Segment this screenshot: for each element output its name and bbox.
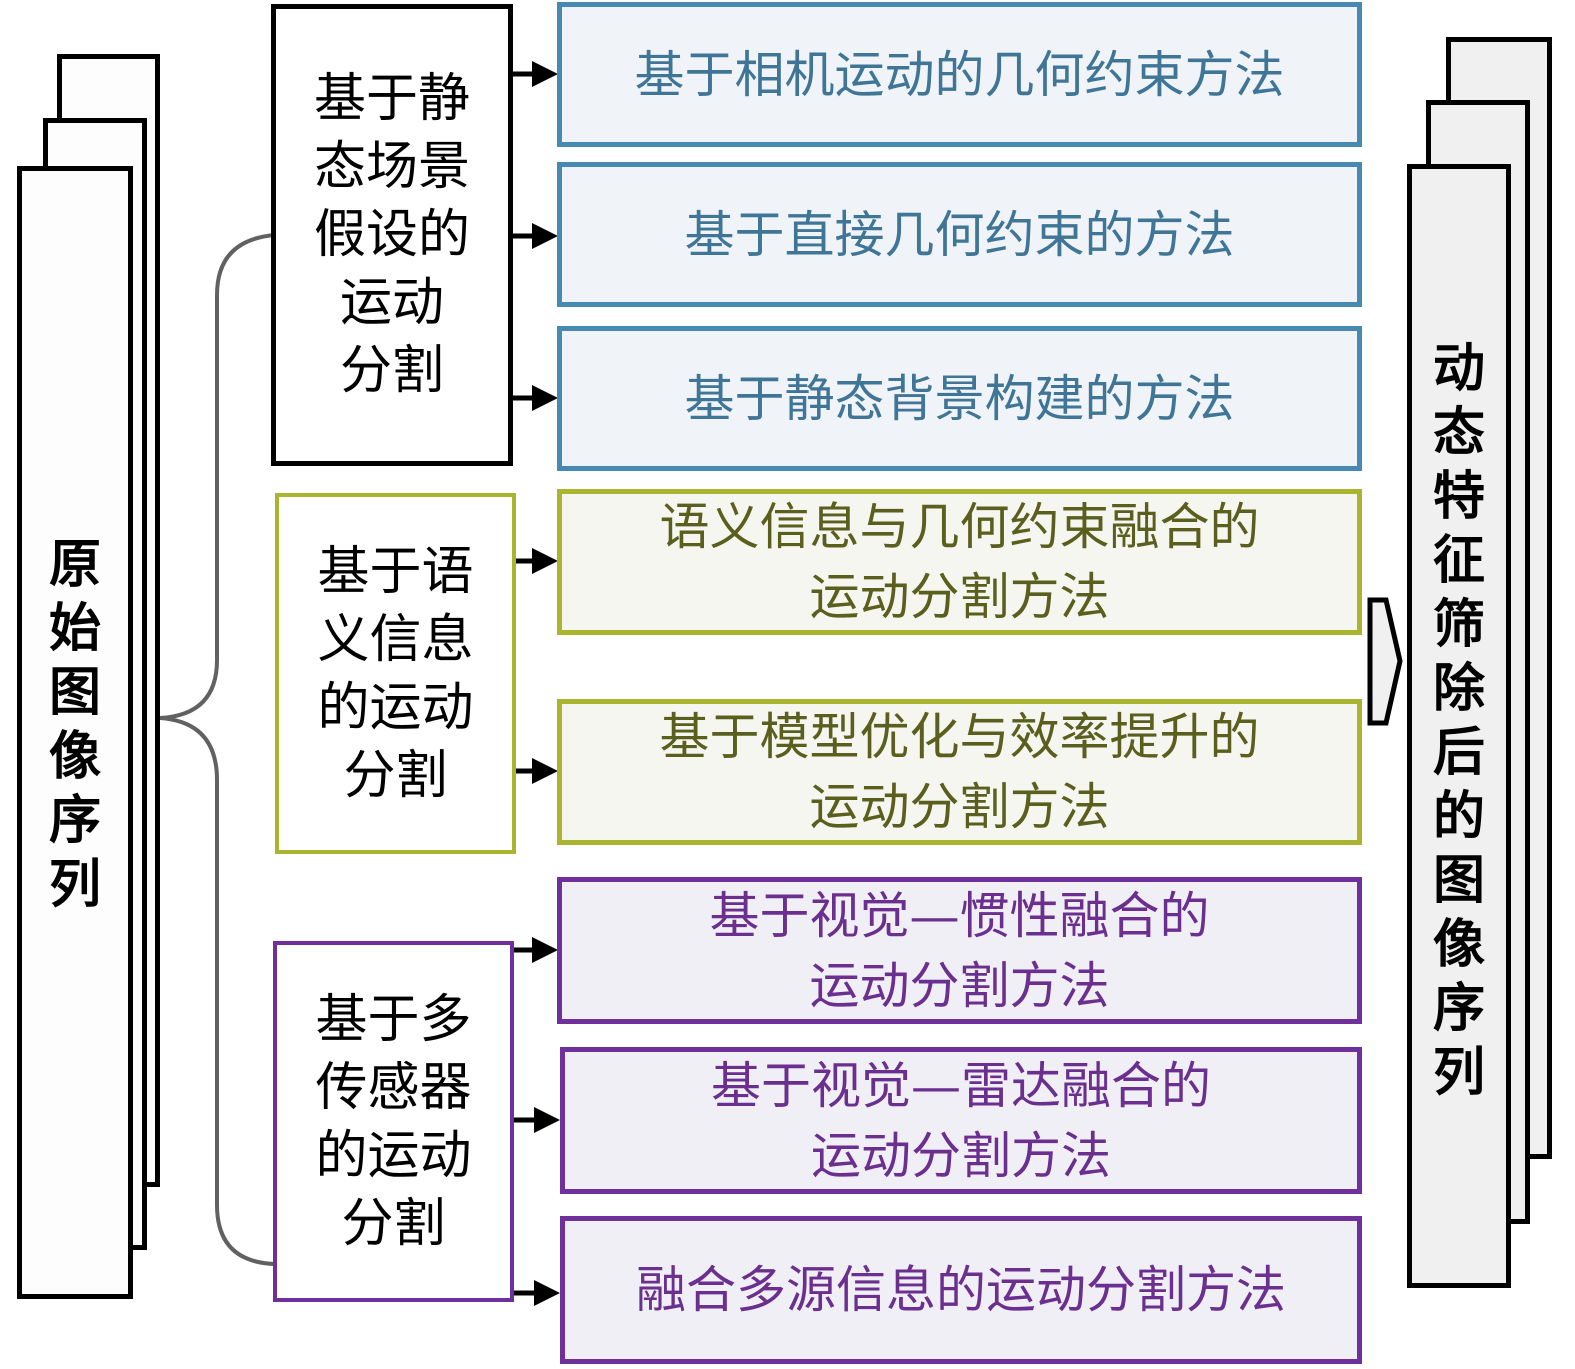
method-label: 运动分割方法 <box>809 956 1110 1015</box>
category-label: 基于静 态场景 假设的 运动 分割 <box>276 65 508 405</box>
stacked-page-front: 动态特征筛除后的图像序列 <box>1407 164 1511 1288</box>
chevron-right-icon <box>1367 597 1403 726</box>
label-line: 基于多 <box>315 989 472 1050</box>
output-label: 动态特征筛除后的图像序列 <box>1412 337 1506 1105</box>
method-label: 运动分割方法 <box>809 778 1110 836</box>
method-label: 语义信息与几何约束融合的 <box>659 498 1260 556</box>
method-semantic-geometry-fusion: 语义信息与几何约束融合的 运动分割方法 <box>557 489 1362 635</box>
label-char: 的 <box>1432 786 1485 847</box>
label-line: 的运动 <box>317 677 474 738</box>
label-char: 图 <box>1432 850 1485 911</box>
label-line: 传感器 <box>315 1057 472 1118</box>
label-line: 运动 <box>339 273 444 333</box>
category-semantic: 基于语 义信息 的运动 分割 <box>275 493 516 854</box>
label-line: 的运动 <box>315 1125 472 1186</box>
method-label: 基于相机运动的几何约束方法 <box>634 45 1285 104</box>
label-line: 分割 <box>339 341 444 401</box>
label-line: 义信息 <box>317 609 474 670</box>
method-label: 运动分割方法 <box>811 1126 1111 1185</box>
method-static-background: 基于静态背景构建的方法 <box>557 326 1362 471</box>
label-char: 像 <box>48 726 101 787</box>
label-char: 筛 <box>1432 594 1485 655</box>
arrow-cat2-m2 <box>514 758 558 784</box>
label-char: 像 <box>1432 914 1485 975</box>
method-label: 基于静态背景构建的方法 <box>684 369 1235 428</box>
category-label: 基于多 传感器 的运动 分割 <box>277 986 510 1258</box>
label-line: 分割 <box>341 1193 446 1254</box>
label-line: 基于静 <box>313 69 470 129</box>
arrow-cat3-m1 <box>512 937 558 963</box>
method-label: 运动分割方法 <box>809 568 1110 626</box>
method-direct-geometry: 基于直接几何约束的方法 <box>557 162 1362 307</box>
label-line: 态场景 <box>313 137 470 197</box>
label-char: 始 <box>48 598 101 659</box>
arrow-cat3-m2 <box>512 1107 560 1133</box>
label-line: 分割 <box>343 745 448 806</box>
input-label: 原始图像序列 <box>22 533 128 917</box>
method-multi-source-fusion: 融合多源信息的运动分割方法 <box>560 1216 1362 1364</box>
arrow-cat1-m1 <box>510 61 558 87</box>
label-char: 征 <box>1432 530 1485 591</box>
arrow-cat2-m1 <box>514 548 558 574</box>
method-camera-motion-geometry: 基于相机运动的几何约束方法 <box>557 2 1362 147</box>
category-multi-sensor: 基于多 传感器 的运动 分割 <box>273 941 514 1302</box>
label-char: 除 <box>1432 658 1485 719</box>
label-char: 后 <box>1432 722 1485 783</box>
brace-connector <box>159 233 276 1266</box>
category-static-scene: 基于静 态场景 假设的 运动 分割 <box>271 4 513 466</box>
method-visual-radar: 基于视觉—雷达融合的 运动分割方法 <box>560 1047 1362 1194</box>
label-char: 图 <box>48 662 101 723</box>
method-label: 融合多源信息的运动分割方法 <box>636 1261 1286 1319</box>
method-label: 基于视觉—惯性融合的 <box>709 886 1210 945</box>
label-line: 假设的 <box>313 205 470 265</box>
method-label: 基于模型优化与效率提升的 <box>659 708 1260 766</box>
label-char: 动 <box>1432 338 1485 399</box>
label-char: 原 <box>48 534 101 595</box>
method-label: 基于视觉—雷达融合的 <box>711 1056 1211 1115</box>
arrow-cat1-m3 <box>510 385 558 411</box>
method-visual-inertial: 基于视觉—惯性融合的 运动分割方法 <box>557 877 1362 1024</box>
method-label: 基于直接几何约束的方法 <box>684 205 1235 264</box>
arrow-cat3-m3 <box>512 1280 560 1306</box>
label-char: 特 <box>1432 466 1485 527</box>
label-char: 序 <box>48 790 101 851</box>
method-model-optimization: 基于模型优化与效率提升的 运动分割方法 <box>557 699 1362 845</box>
stacked-page-front: 原始图像序列 <box>17 166 133 1299</box>
category-label: 基于语 义信息 的运动 分割 <box>279 538 512 810</box>
label-char: 列 <box>1432 1042 1485 1103</box>
label-char: 态 <box>1432 402 1485 463</box>
label-char: 序 <box>1432 978 1485 1039</box>
label-line: 基于语 <box>317 541 474 602</box>
label-char: 列 <box>48 854 101 915</box>
